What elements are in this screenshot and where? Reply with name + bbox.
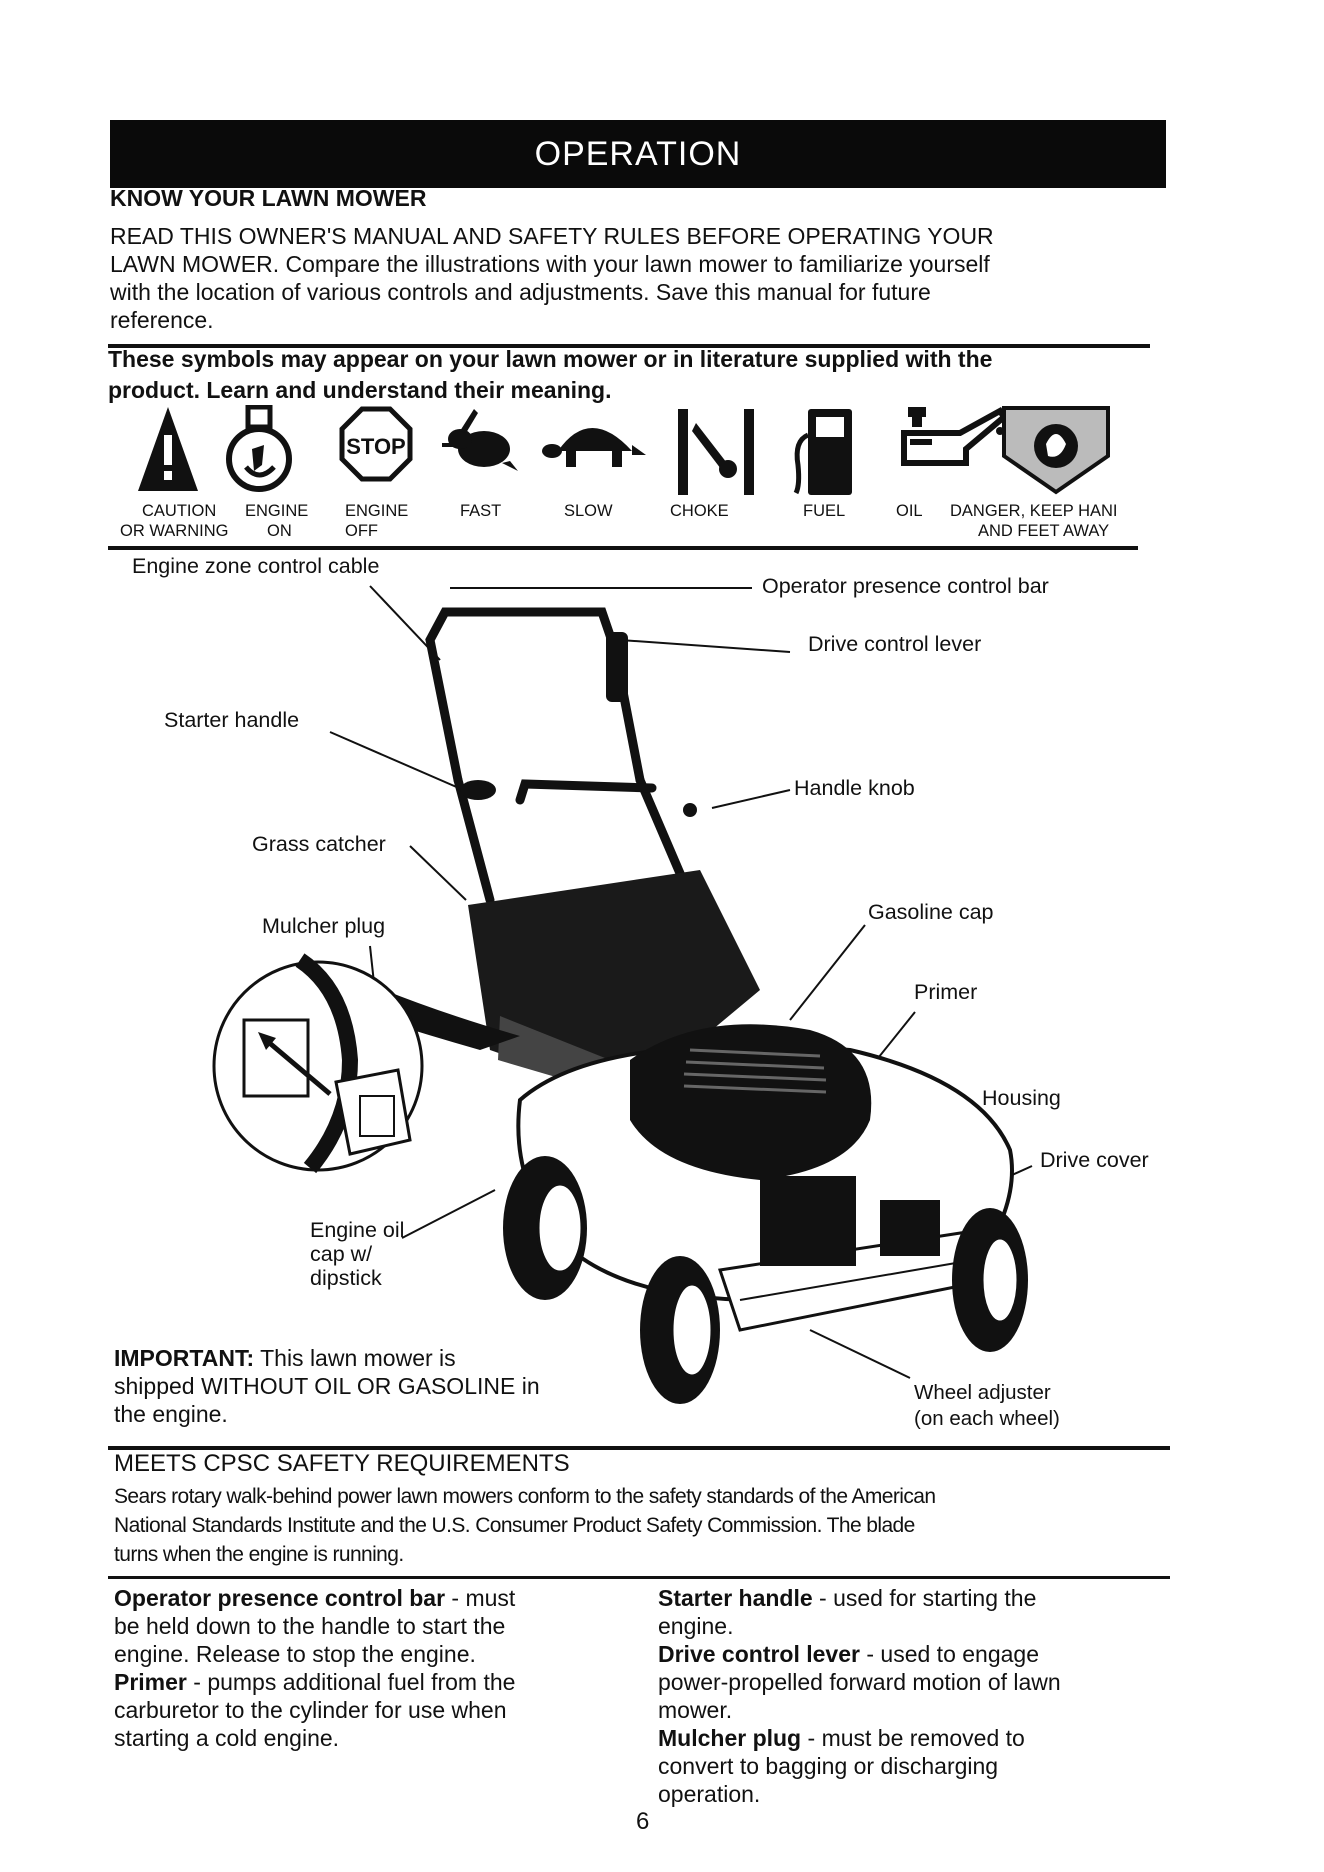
intro-paragraph: READ THIS OWNER'S MANUAL AND SAFETY RULE… <box>110 222 1190 334</box>
important-note: IMPORTANT: This lawn mower is shipped WI… <box>114 1344 634 1428</box>
engine-off-label: OFF <box>345 522 378 541</box>
term-mulcher-plug: Mulcher plug <box>658 1725 801 1751</box>
important-text: the engine. <box>114 1400 634 1428</box>
oil-can-icon <box>900 405 1010 481</box>
fuel-pump-icon <box>790 405 860 497</box>
divider <box>108 1576 1170 1579</box>
danger-label: DANGER, KEEP HANI <box>950 502 1118 521</box>
slow-turtle-icon <box>540 405 648 475</box>
intro-line: reference. <box>110 306 1190 334</box>
important-text: This lawn mower is <box>254 1345 456 1371</box>
definition-text: - pumps additional fuel from the <box>187 1669 516 1695</box>
callout-operator-presence-control-bar: Operator presence control bar <box>762 574 1049 599</box>
definition-text: mower. <box>658 1696 1178 1724</box>
callout-handle-knob: Handle knob <box>794 776 915 801</box>
choke-icon <box>674 405 762 497</box>
lawn-mower-illustration <box>0 540 1324 1460</box>
callout-line: Engine oil <box>310 1218 404 1242</box>
engine-on-icon <box>224 405 294 497</box>
engine-on-label: ON <box>267 522 292 541</box>
definition-text: power-propelled forward motion of lawn <box>658 1668 1178 1696</box>
definition-text: be held down to the handle to start the <box>114 1612 634 1640</box>
caution-label: OR WARNING <box>120 522 228 541</box>
term-drive-control-lever: Drive control lever <box>658 1641 860 1667</box>
term-starter-handle: Starter handle <box>658 1585 813 1611</box>
callout-housing: Housing <box>982 1086 1061 1111</box>
cpsc-line: National Standards Institute and the U.S… <box>114 1511 1184 1540</box>
cpsc-paragraph: Sears rotary walk-behind power lawn mowe… <box>114 1482 1184 1569</box>
important-label: IMPORTANT: <box>114 1345 254 1371</box>
section-banner: OPERATION <box>110 120 1166 188</box>
definition-text: starting a cold engine. <box>114 1724 634 1752</box>
callout-engine-oil-cap: Engine oil cap w/ dipstick <box>310 1218 404 1290</box>
fuel-label: FUEL <box>803 502 845 521</box>
cpsc-heading: MEETS CPSC SAFETY REQUIREMENTS <box>114 1450 570 1478</box>
symbols-heading-line: These symbols may appear on your lawn mo… <box>108 344 1168 375</box>
symbols-heading-line: product. Learn and understand their mean… <box>108 375 1168 406</box>
important-text: shipped WITHOUT OIL OR GASOLINE in <box>114 1372 634 1400</box>
definition-text: - must be removed to <box>801 1725 1025 1751</box>
callout-wheel-adjuster: Wheel adjuster (on each wheel) <box>914 1380 1060 1432</box>
fast-rabbit-icon <box>438 405 522 477</box>
definition-text: - used to engage <box>860 1641 1039 1667</box>
callout-line: Wheel adjuster <box>914 1380 1060 1406</box>
callout-line: cap w/ <box>310 1242 404 1266</box>
definition-text: - used for starting the <box>813 1585 1037 1611</box>
fast-label: FAST <box>460 502 501 521</box>
callout-grass-catcher: Grass catcher <box>252 832 386 857</box>
definition-text: engine. Release to stop the engine. <box>114 1640 634 1668</box>
intro-line: LAWN MOWER. Compare the illustrations wi… <box>110 250 1190 278</box>
callout-line: (on each wheel) <box>914 1406 1060 1432</box>
page-heading: KNOW YOUR LAWN MOWER <box>110 185 426 212</box>
symbols-heading: These symbols may appear on your lawn mo… <box>108 344 1168 406</box>
caution-triangle-icon <box>136 405 200 497</box>
engine-off-stop-icon: STOP <box>338 405 414 485</box>
stop-text: STOP <box>346 434 406 459</box>
caution-label: CAUTION <box>142 502 216 521</box>
callout-drive-cover: Drive cover <box>1040 1148 1149 1173</box>
callout-primer: Primer <box>914 980 977 1005</box>
definition-text: - must <box>445 1585 515 1611</box>
right-column: Starter handle - used for starting the e… <box>658 1584 1178 1808</box>
definition-text: engine. <box>658 1612 1178 1640</box>
danger-label: AND FEET AWAY <box>978 522 1109 541</box>
danger-keep-hands-away-icon <box>1000 404 1112 496</box>
left-column: Operator presence control bar - must be … <box>114 1584 634 1752</box>
callout-mulcher-plug: Mulcher plug <box>262 914 385 939</box>
callout-drive-control-lever: Drive control lever <box>808 632 981 657</box>
callout-engine-zone-control-cable: Engine zone control cable <box>132 554 379 579</box>
cpsc-line: Sears rotary walk-behind power lawn mowe… <box>114 1482 1184 1511</box>
oil-label: OIL <box>896 502 923 521</box>
definition-text: carburetor to the cylinder for use when <box>114 1696 634 1724</box>
engine-on-label: ENGINE <box>245 502 308 521</box>
intro-line: with the location of various controls an… <box>110 278 1190 306</box>
intro-line: READ THIS OWNER'S MANUAL AND SAFETY RULE… <box>110 222 1190 250</box>
definition-text: operation. <box>658 1780 1178 1808</box>
callout-gasoline-cap: Gasoline cap <box>868 900 994 925</box>
slow-label: SLOW <box>564 502 613 521</box>
definition-text: convert to bagging or discharging <box>658 1752 1178 1780</box>
engine-off-label: ENGINE <box>345 502 408 521</box>
callout-line: dipstick <box>310 1266 404 1290</box>
callout-starter-handle: Starter handle <box>164 708 299 733</box>
choke-label: CHOKE <box>670 502 729 521</box>
page-number: 6 <box>636 1808 649 1836</box>
term-primer: Primer <box>114 1669 187 1695</box>
banner-title: OPERATION <box>535 135 742 174</box>
cpsc-line: turns when the engine is running. <box>114 1540 1184 1569</box>
term-operator-presence-control-bar: Operator presence control bar <box>114 1585 445 1611</box>
